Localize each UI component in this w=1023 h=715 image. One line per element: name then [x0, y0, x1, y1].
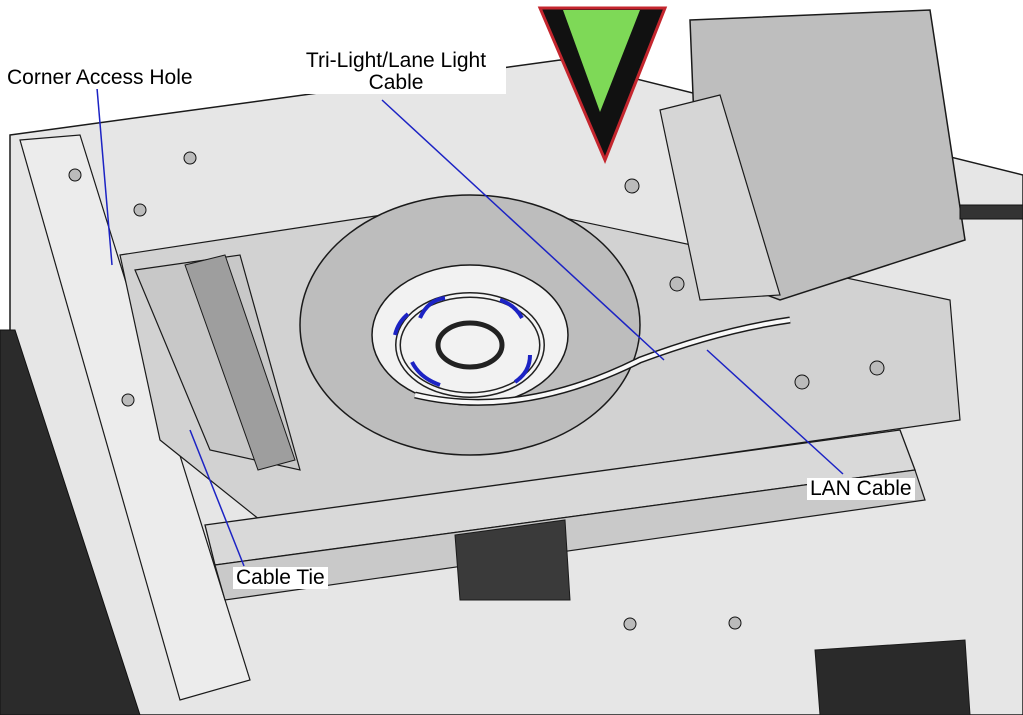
tri-light-cable-label-line2: Cable — [368, 71, 424, 94]
screw — [623, 617, 637, 631]
cable-coil-inner — [396, 293, 544, 397]
tri-light-cable-label-line1: Tri-Light/Lane Light — [305, 49, 487, 72]
tri-light-cable-label: Tri-Light/Lane Light Cable — [286, 50, 506, 94]
cable-coil-center — [435, 320, 505, 370]
screw — [728, 616, 742, 630]
bottom-cutout — [814, 639, 971, 715]
cable-tie-leader — [189, 429, 245, 567]
cable-clip-2 — [499, 298, 524, 320]
right-bar — [959, 204, 1023, 220]
corner-access-hole-label: Corner Access Hole — [4, 67, 196, 89]
tower-front-face — [659, 94, 781, 301]
lan-cable-label: LAN Cable — [807, 478, 915, 500]
front-rail-lower — [214, 469, 926, 601]
tri-light-cable-leader — [381, 99, 665, 361]
screw — [133, 203, 147, 217]
cable-clip-4 — [410, 361, 441, 387]
screw — [869, 360, 885, 376]
cable-clip-3 — [513, 354, 532, 384]
lan-cable-leader — [706, 349, 844, 475]
screw — [794, 374, 810, 390]
screw — [669, 276, 685, 292]
screw — [183, 151, 197, 165]
screw — [121, 393, 135, 407]
left-rail — [19, 134, 251, 701]
cable-clip-1 — [418, 296, 446, 319]
cable-channel — [184, 254, 296, 471]
screw — [68, 168, 82, 182]
cable-tie-label: Cable Tie — [233, 567, 328, 589]
lower-dark-cavity — [454, 519, 571, 601]
screw — [624, 178, 640, 194]
lane-light-green — [563, 10, 640, 112]
left-side-wall — [0, 329, 141, 715]
cable-bundle-highlight — [414, 318, 791, 405]
cable-clip-5 — [393, 312, 410, 336]
corner-access-hole-leader — [96, 87, 113, 266]
